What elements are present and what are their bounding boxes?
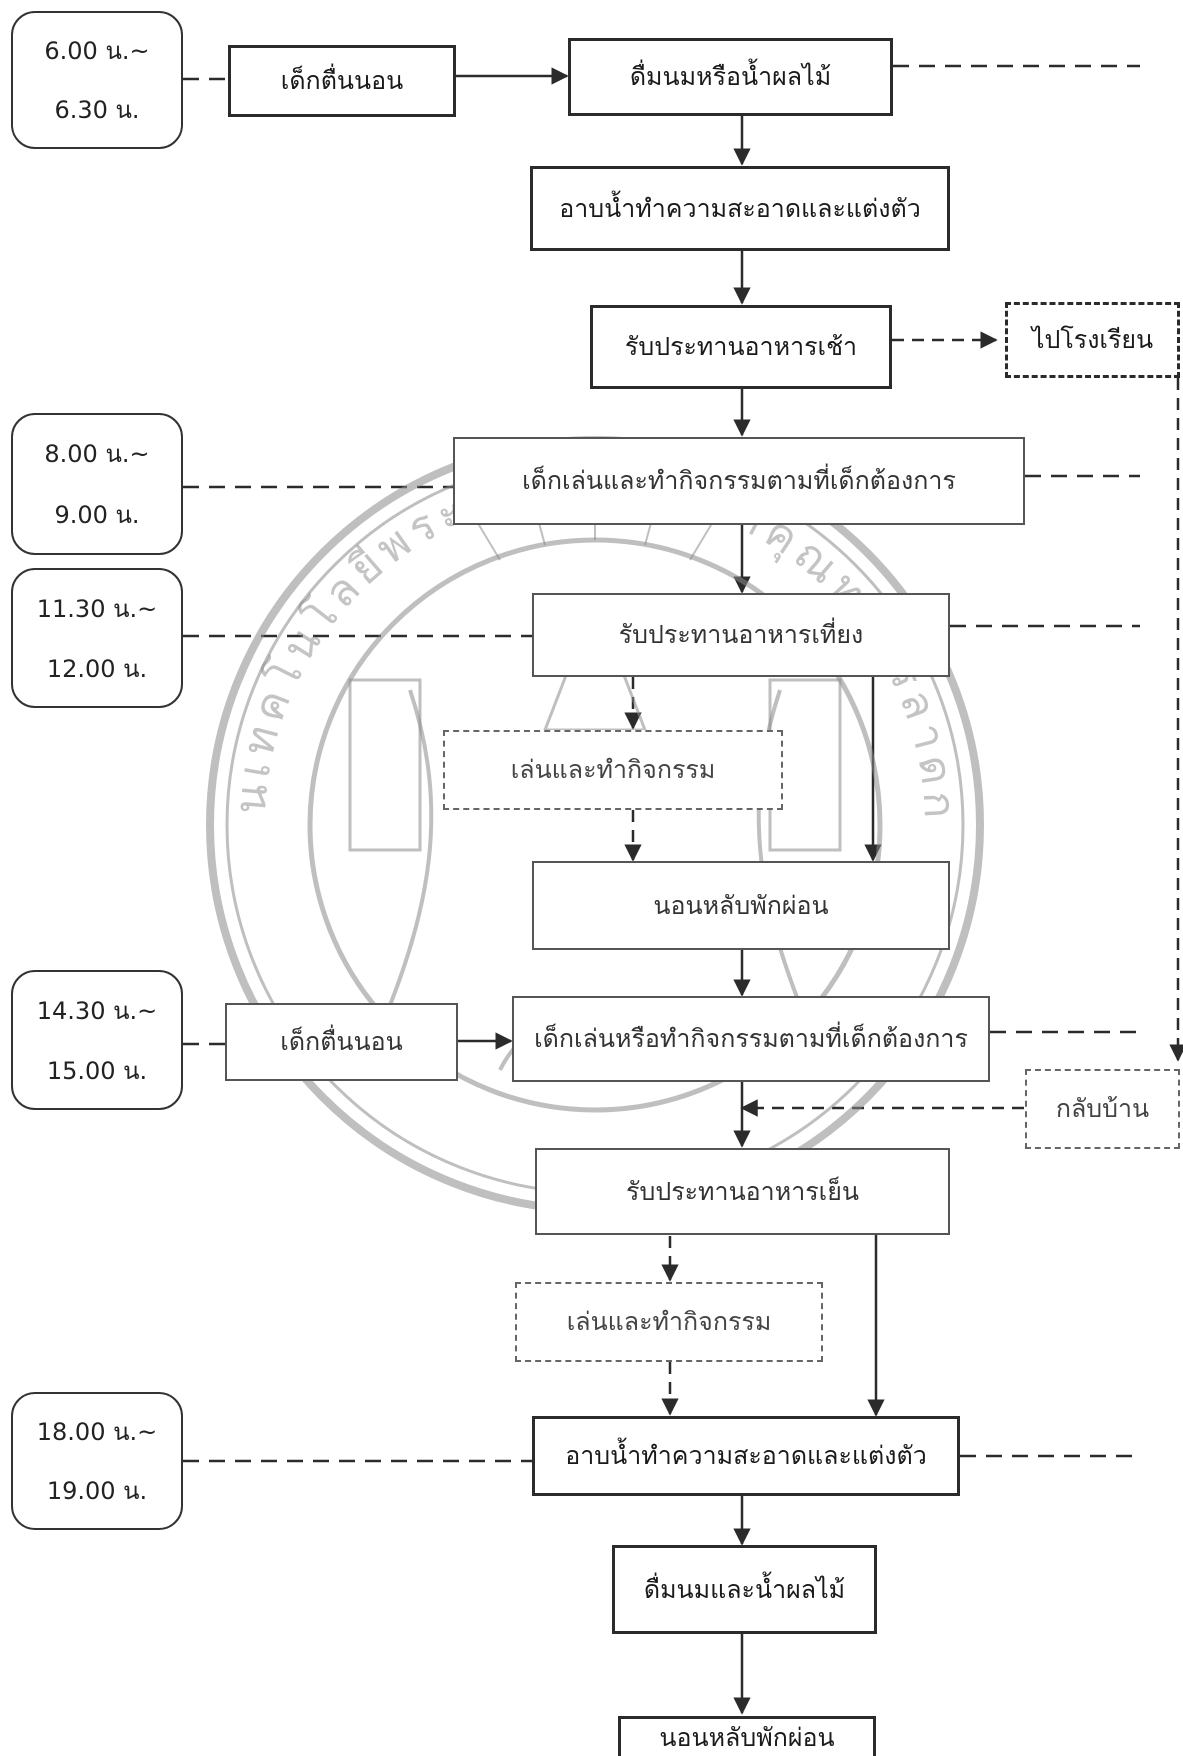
step-wake-up-morning: เด็กตื่นนอน [228,45,456,117]
step-bath-morning: อาบน้ำทำความสะอาดและแต่งตัว [530,166,950,251]
time-start: 18.00 น.~ [36,1418,158,1446]
time-start: 8.00 น.~ [44,440,150,468]
time-end: 12.00 น. [46,654,148,683]
step-play-activity-midday: เล่นและทำกิจกรรม [443,730,783,810]
step-free-play-afternoon: เด็กเล่นหรือทำกิจกรรมตามที่เด็กต้องการ [512,996,990,1082]
time-box-afternoon: 14.30 น.~ 15.00 น. [11,970,183,1110]
time-end: 9.00 น. [54,501,140,529]
step-wake-up-afternoon: เด็กตื่นนอน [225,1003,458,1081]
step-nap: นอนหลับพักผ่อน [532,861,950,950]
step-dinner: รับประทานอาหารเย็น [535,1148,950,1235]
time-box-evening: 18.00 น.~ 19.00 น. [11,1392,183,1530]
step-sleep: นอนหลับพักผ่อน [618,1716,876,1756]
step-play-activity-evening: เล่นและทำกิจกรรม [515,1282,823,1362]
step-go-to-school: ไปโรงเรียน [1005,302,1180,378]
step-bath-evening: อาบน้ำทำความสะอาดและแต่งตัว [532,1416,960,1496]
step-free-play-morning: เด็กเล่นและทำกิจกรรมตามที่เด็กต้องการ [453,437,1025,525]
time-box-morning-wake: 6.00 น.~ 6.30 น. [11,11,183,149]
time-start: 11.30 น.~ [36,594,158,623]
step-go-home: กลับบ้าน [1025,1069,1180,1149]
step-lunch: รับประทานอาหารเที่ยง [532,593,950,677]
step-breakfast: รับประทานอาหารเช้า [590,305,892,389]
time-end: 19.00 น. [46,1477,148,1505]
time-start: 14.30 น.~ [36,996,158,1025]
time-box-morning-play: 8.00 น.~ 9.00 น. [11,413,183,555]
time-box-lunch: 11.30 น.~ 12.00 น. [11,568,183,708]
step-drink-milk-evening: ดื่มนมและน้ำผลไม้ [612,1545,877,1634]
time-start: 6.00 น.~ [44,37,150,65]
time-end: 15.00 น. [46,1056,148,1085]
time-end: 6.30 น. [54,96,140,124]
step-drink-milk-morning: ดื่มนมหรือน้ำผลไม้ [568,38,893,116]
